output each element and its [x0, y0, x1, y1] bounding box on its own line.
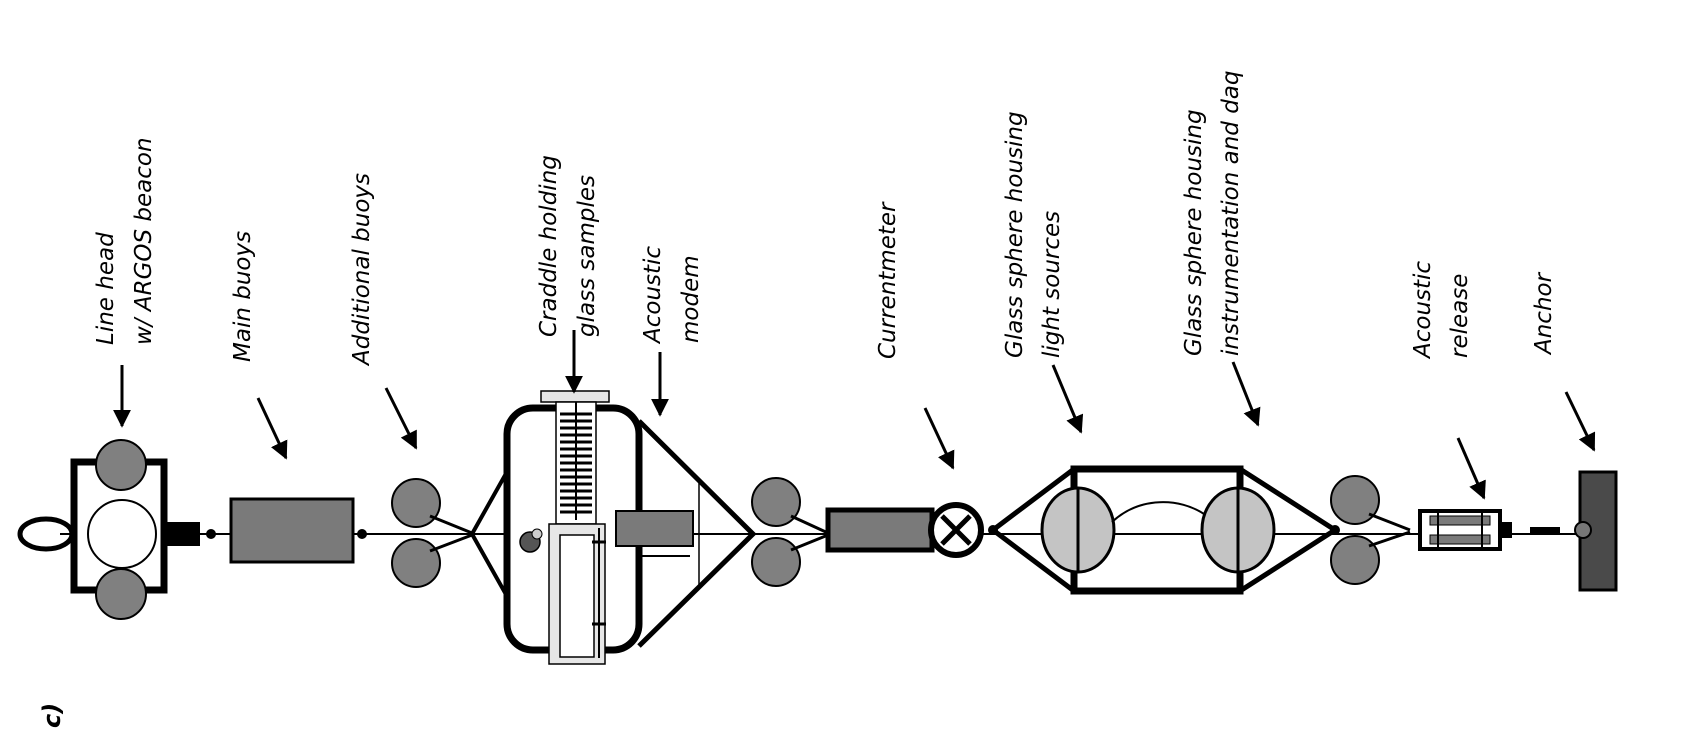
head-float-bottom [95, 568, 147, 620]
label-acoustic-release-line-2: release [1447, 274, 1473, 358]
label-acoustic-modem-line-1: Acoustic [640, 246, 666, 345]
argos-beacon-icon [87, 499, 157, 569]
label-acoustic-modem-line-2: modem [678, 255, 704, 343]
label-line-head-line-1: Line head [93, 232, 119, 345]
additional-buoys [391, 478, 473, 588]
craddle-frame [470, 390, 643, 665]
label-craddle-line-2: glass samples [574, 175, 600, 337]
label-sphere-instr-line-1: Glass sphere housing [1181, 109, 1207, 356]
head-float-top [95, 439, 147, 491]
intermediate-buoys [751, 477, 829, 587]
label-acoustic-release-line-1: Acoustic [1410, 261, 1436, 360]
main-buoys-block [229, 497, 355, 564]
label-sphere-light-line-2: light sources [1039, 211, 1065, 358]
glass-samples [560, 412, 592, 514]
currentmeter [825, 502, 998, 558]
label-main-buoys-line-1: Main buoys [230, 231, 256, 362]
acoustic-modem-frame [615, 419, 757, 648]
line-head [17, 439, 216, 620]
lower-buoys [1330, 475, 1411, 585]
label-sphere-light-line-1: Glass sphere housing [1002, 111, 1028, 358]
panel-tag: c) [38, 703, 66, 728]
label-anchor-line-1: Anchor [1531, 271, 1557, 356]
callout-arrows [113, 330, 1596, 500]
label-line-head-line-2: w/ ARGOS beacon [131, 137, 157, 345]
anchor-shackle-icon [1574, 521, 1592, 539]
label-additional-buoys-line-1: Additional buoys [349, 173, 375, 367]
acoustic-release [1418, 509, 1560, 551]
label-currentmeter-line-1: Currentmeter [875, 201, 901, 359]
anchor [1574, 470, 1618, 592]
acoustic-modem-block [615, 510, 694, 547]
label-sphere-instr-line-2: instrumentation and daq [1218, 71, 1244, 357]
sample-rack-top-plate [540, 390, 610, 403]
glass-sphere-frame [988, 465, 1340, 595]
label-craddle-line-1: Craddle holding [536, 155, 562, 337]
